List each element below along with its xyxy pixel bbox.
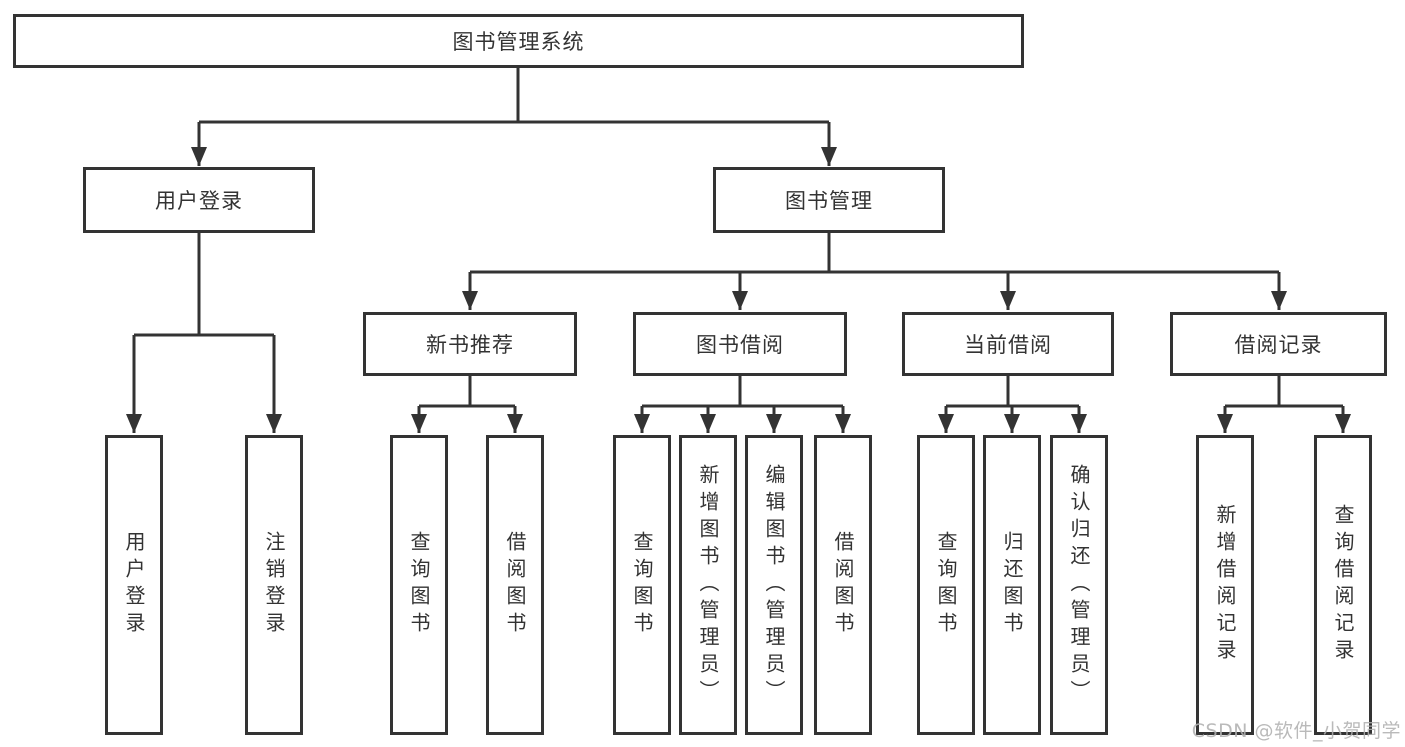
leaf-borrow-books: 借阅图书 [814, 435, 872, 735]
leaf-borrow-books-recommend: 借阅图书 [486, 435, 544, 735]
leaf-label: 归还图书 [1000, 531, 1024, 639]
leaf-label: 查询借阅记录 [1331, 504, 1355, 666]
leaf-label: 新增图书（管理员） [696, 463, 720, 707]
leaf-label: 借阅图书 [831, 531, 855, 639]
leaf-label: 编辑图书（管理员） [762, 463, 786, 707]
leaf-label: 注销登录 [262, 531, 286, 639]
node-book-borrowing: 图书借阅 [633, 312, 847, 376]
node-root-system: 图书管理系统 [13, 14, 1024, 68]
leaf-query-books-recommend: 查询图书 [390, 435, 448, 735]
leaf-query-books-current: 查询图书 [917, 435, 975, 735]
node-current-borrowing: 当前借阅 [902, 312, 1114, 376]
leaf-query-borrow-record: 查询借阅记录 [1314, 435, 1372, 735]
node-borrowing-records: 借阅记录 [1170, 312, 1387, 376]
leaf-label: 用户登录 [122, 531, 146, 639]
leaf-label: 借阅图书 [503, 531, 527, 639]
leaf-confirm-return-admin: 确认归还（管理员） [1050, 435, 1108, 735]
leaf-add-books-admin: 新增图书（管理员） [679, 435, 737, 735]
leaf-label: 查询图书 [407, 531, 431, 639]
leaf-label: 查询图书 [934, 531, 958, 639]
leaf-user-login: 用户登录 [105, 435, 163, 735]
node-book-management-branch: 图书管理 [713, 167, 945, 233]
leaf-logout: 注销登录 [245, 435, 303, 735]
leaf-label: 新增借阅记录 [1213, 504, 1237, 666]
leaf-add-borrow-record: 新增借阅记录 [1196, 435, 1254, 735]
leaf-label: 确认归还（管理员） [1067, 463, 1091, 707]
leaf-label: 查询图书 [630, 531, 654, 639]
csdn-watermark: CSDN @软件_小贺同学 [1191, 720, 1401, 742]
leaf-query-books-borrowing: 查询图书 [613, 435, 671, 735]
leaf-edit-books-admin: 编辑图书（管理员） [745, 435, 803, 735]
leaf-return-books: 归还图书 [983, 435, 1041, 735]
node-user-login-branch: 用户登录 [83, 167, 315, 233]
node-new-book-recommend: 新书推荐 [363, 312, 577, 376]
